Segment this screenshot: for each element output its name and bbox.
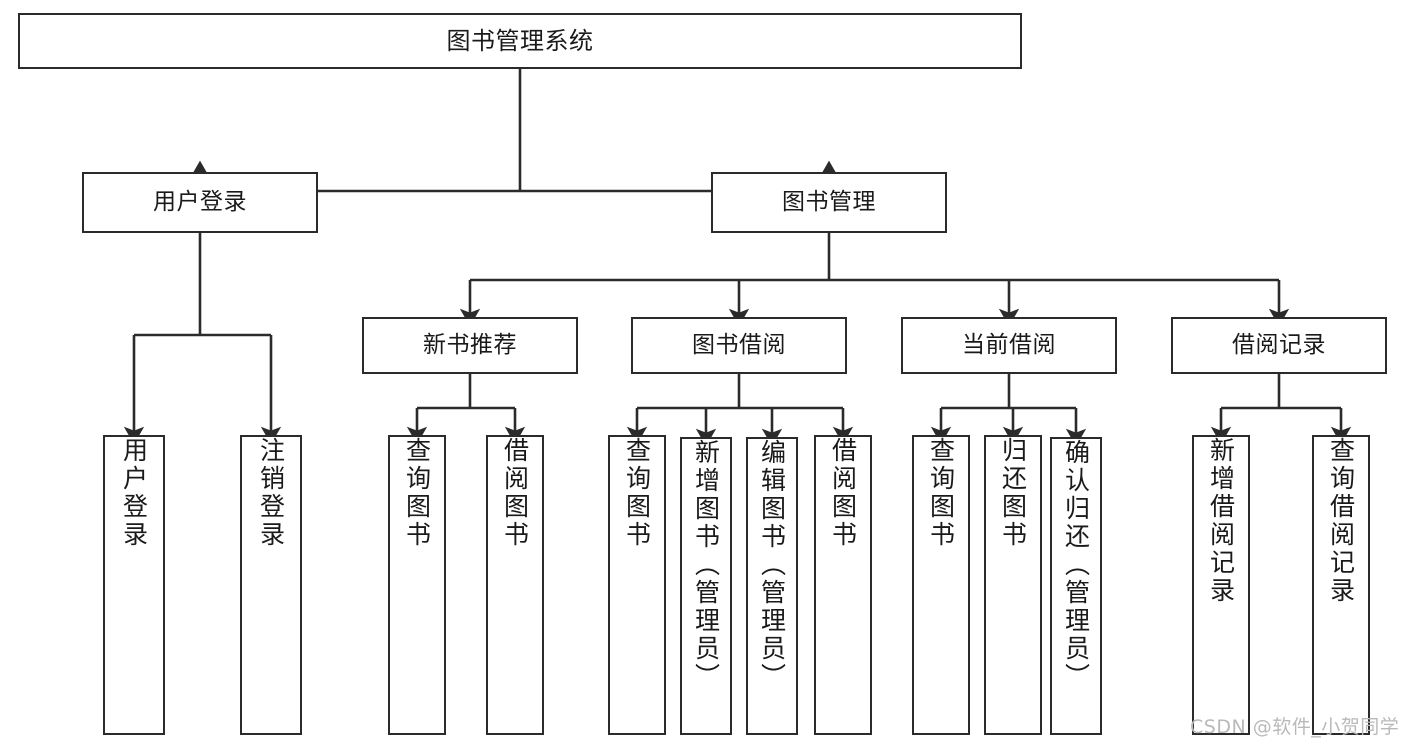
node-l3_2[interactable]: 当前借阅	[901, 317, 1117, 374]
node-leaf_3[interactable]: 借阅图书	[486, 435, 544, 735]
node-label-leaf_11: 新增借阅记录	[1206, 437, 1236, 605]
node-label-leaf_9: 归还图书	[998, 437, 1028, 549]
node-leaf_0[interactable]: 用户登录	[103, 435, 165, 735]
node-label-leaf_3: 借阅图书	[500, 437, 530, 549]
node-leaf_9[interactable]: 归还图书	[984, 435, 1042, 735]
node-leaf_1[interactable]: 注销登录	[240, 435, 302, 735]
node-leaf_11[interactable]: 新增借阅记录	[1192, 435, 1250, 735]
node-label-leaf_10: 确认归还（管理员）	[1061, 439, 1091, 691]
node-label-root: 图书管理系统	[446, 26, 594, 55]
node-l2_1[interactable]: 图书管理	[711, 172, 947, 233]
node-leaf_4[interactable]: 查询图书	[608, 435, 666, 735]
node-label-l3_2: 当前借阅	[962, 331, 1056, 358]
node-leaf_7[interactable]: 借阅图书	[814, 435, 872, 735]
node-label-l3_1: 图书借阅	[692, 331, 786, 358]
node-leaf_6[interactable]: 编辑图书（管理员）	[746, 437, 798, 735]
node-leaf_12[interactable]: 查询借阅记录	[1312, 435, 1370, 735]
node-label-leaf_0: 用户登录	[119, 437, 149, 549]
node-label-leaf_12: 查询借阅记录	[1326, 437, 1356, 605]
node-label-l2_0: 用户登录	[153, 188, 247, 215]
csdn-watermark: CSDN @软件_小贺同学	[1190, 716, 1400, 738]
node-leaf_2[interactable]: 查询图书	[388, 435, 446, 735]
node-label-l3_0: 新书推荐	[423, 331, 517, 358]
node-leaf_10[interactable]: 确认归还（管理员）	[1050, 437, 1102, 735]
node-label-l2_1: 图书管理	[782, 188, 876, 215]
node-label-leaf_8: 查询图书	[926, 437, 956, 549]
node-label-leaf_6: 编辑图书（管理员）	[757, 439, 787, 691]
edge-group	[123, 69, 1352, 447]
node-l2_0[interactable]: 用户登录	[82, 172, 318, 233]
node-l3_0[interactable]: 新书推荐	[362, 317, 578, 374]
node-label-leaf_2: 查询图书	[402, 437, 432, 549]
node-root[interactable]: 图书管理系统	[18, 13, 1022, 69]
node-label-leaf_7: 借阅图书	[828, 437, 858, 549]
node-label-leaf_4: 查询图书	[622, 437, 652, 549]
node-l3_1[interactable]: 图书借阅	[631, 317, 847, 374]
node-leaf_8[interactable]: 查询图书	[912, 435, 970, 735]
node-label-leaf_1: 注销登录	[256, 437, 286, 549]
node-label-leaf_5: 新增图书（管理员）	[691, 439, 721, 691]
node-label-l3_3: 借阅记录	[1232, 331, 1326, 358]
node-leaf_5[interactable]: 新增图书（管理员）	[680, 437, 732, 735]
node-l3_3[interactable]: 借阅记录	[1171, 317, 1387, 374]
